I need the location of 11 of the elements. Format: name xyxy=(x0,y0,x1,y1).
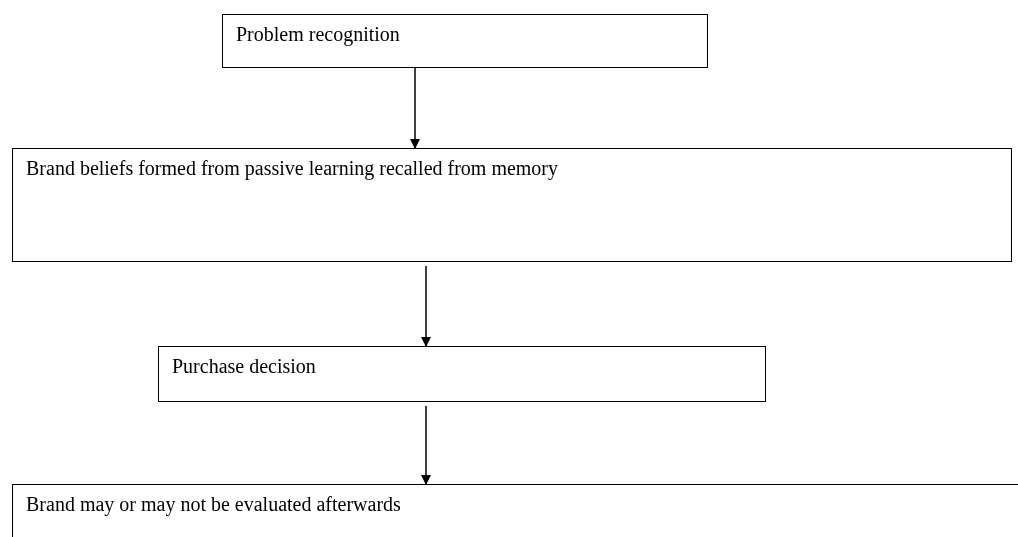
arrow xyxy=(421,405,431,485)
process-box xyxy=(158,346,766,402)
process-box xyxy=(12,148,1012,262)
box-text: Brand beliefs formed from passive learning recalled from memory xyxy=(26,156,560,181)
process-box xyxy=(12,484,1018,537)
process-box xyxy=(222,14,708,68)
box-text: Purchase decision xyxy=(172,354,317,379)
arrow xyxy=(421,265,431,347)
box-text: Brand may or may not be evaluated afterwards xyxy=(26,492,402,517)
box-text: Problem recognition xyxy=(236,22,401,47)
arrow xyxy=(410,67,420,149)
